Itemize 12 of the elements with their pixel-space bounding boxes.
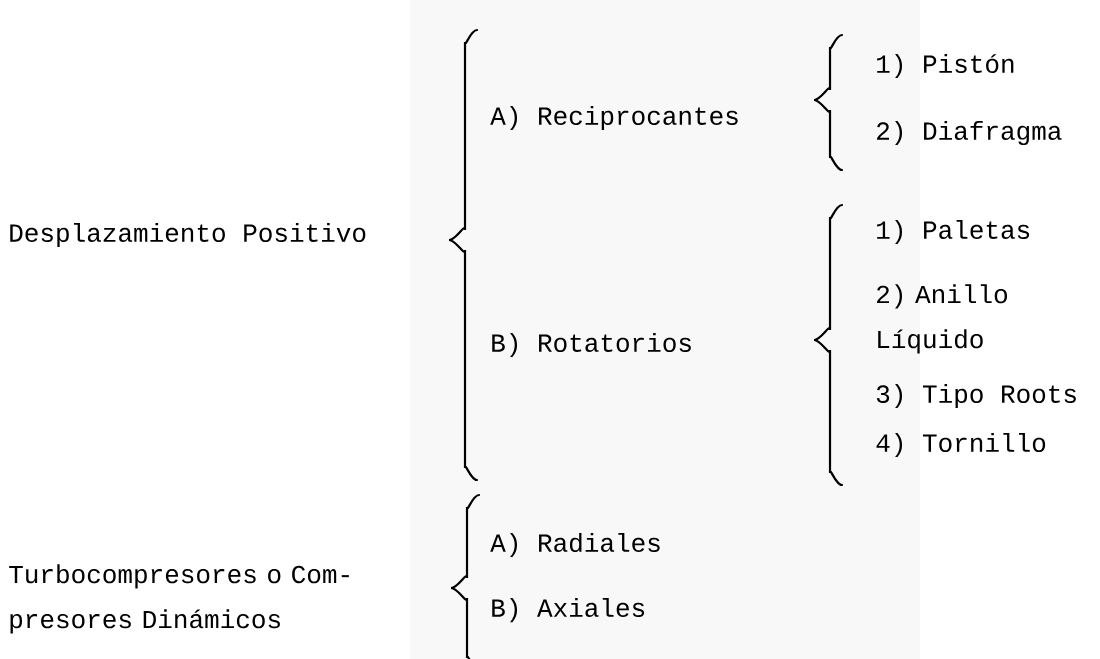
- item-label: 1) Paletas: [877, 219, 1030, 245]
- subcategory-label: A) Reciprocantes: [490, 105, 738, 131]
- item-label: 4) Tornillo: [876, 432, 1046, 458]
- subcategory-label: B) Axiales: [492, 597, 645, 623]
- category-label: Turbocompresores o Com- presores Dinámicos: [9, 564, 349, 634]
- item-label: 1) Pistón: [877, 53, 1014, 79]
- item-label: 3) Tipo Roots: [876, 383, 1076, 409]
- category-label: Desplazamiento Positivo: [10, 222, 366, 248]
- subcategory-label: A) Radiales: [490, 532, 660, 558]
- item-label: 2) Anillo Líquido: [877, 284, 1007, 354]
- subcategory-label: B) Rotatorios: [492, 332, 691, 358]
- item-label: 2) Diafragma: [877, 120, 1062, 146]
